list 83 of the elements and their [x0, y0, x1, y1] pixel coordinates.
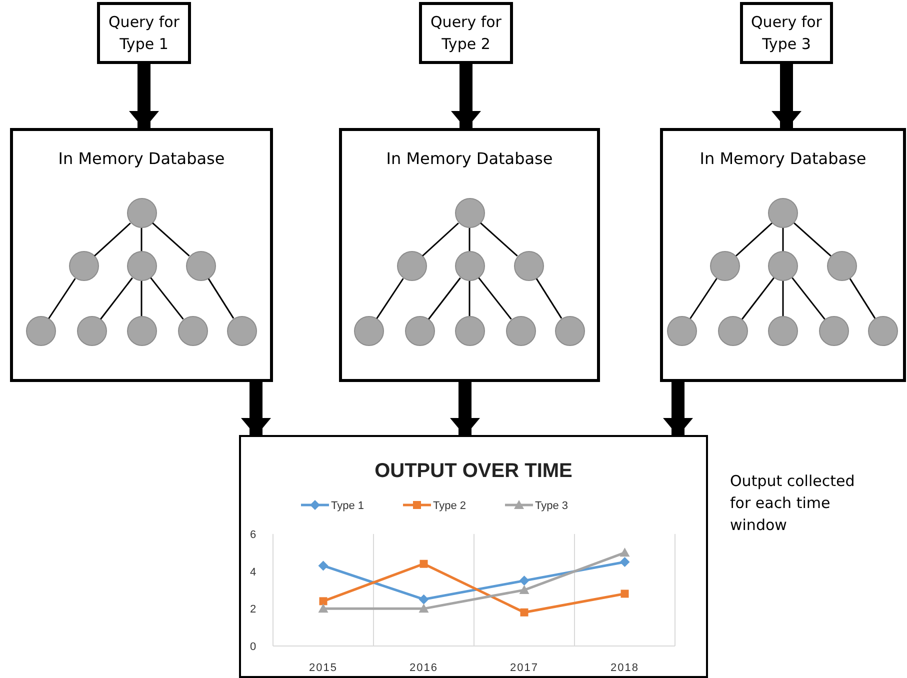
- tree-node-circle: [454, 251, 484, 281]
- tree-link: [48, 278, 76, 319]
- database-panel: [339, 128, 600, 382]
- tree-link: [376, 278, 404, 319]
- tree-node-circle: [718, 316, 748, 346]
- thick-arrow: [241, 382, 271, 436]
- tree-node-circle: [186, 251, 216, 281]
- tree-link: [152, 222, 190, 257]
- tree-node-circle: [819, 316, 849, 346]
- legend-label: Type 3: [535, 500, 568, 512]
- tree-link: [208, 278, 234, 319]
- query-box: [97, 2, 191, 64]
- tree-link: [140, 281, 142, 316]
- tree-link: [140, 228, 142, 251]
- panel-title: In Memory Database: [700, 149, 866, 168]
- tree-link: [480, 222, 518, 257]
- thick-arrow: [772, 64, 802, 129]
- tree-node-circle: [404, 316, 434, 346]
- query-label: Query for Type 3: [750, 12, 823, 55]
- tree-node-circle: [868, 316, 898, 346]
- tree-link: [742, 277, 774, 320]
- tree-node-circle: [554, 316, 584, 346]
- tree-link: [100, 277, 133, 320]
- tree-node-circle: [827, 251, 857, 281]
- tree-node-circle: [506, 316, 536, 346]
- thick-arrow: [450, 382, 480, 436]
- tree-link: [428, 277, 461, 320]
- tree-link: [150, 277, 184, 320]
- tree-node-circle: [768, 316, 798, 346]
- axis-tick-label: 4: [250, 566, 256, 578]
- query-label: Query for Type 1: [108, 12, 180, 55]
- tree-node-circle: [126, 251, 156, 281]
- axis-tick-label: 2015: [309, 662, 338, 674]
- tree-link: [736, 222, 772, 256]
- axis-tick-label: 2018: [610, 662, 639, 674]
- chart-panel: [239, 435, 708, 678]
- tree-node-circle: [514, 251, 544, 281]
- chart-title: OUTPUT OVER TIME: [374, 460, 572, 482]
- axis-tick-label: 0: [250, 641, 256, 653]
- tree-node-circle: [710, 251, 740, 281]
- tree-node-circle: [667, 316, 697, 346]
- panel-title: In Memory Database: [386, 149, 553, 168]
- axis-tick-label: 6: [250, 529, 256, 541]
- tree-node-circle: [454, 316, 484, 346]
- tree-node-circle: [768, 198, 798, 228]
- thick-arrow: [451, 64, 481, 129]
- tree-node-circle: [126, 316, 156, 346]
- database-panel: [660, 128, 906, 382]
- thick-arrow: [663, 382, 693, 436]
- tree-link: [468, 228, 470, 251]
- tree-node-circle: [178, 316, 208, 346]
- legend-label: Type 1: [331, 500, 364, 512]
- tree-link: [94, 222, 131, 256]
- tree-link: [478, 277, 512, 320]
- tree-link: [536, 278, 562, 319]
- axis-tick-label: 2: [250, 604, 256, 616]
- tree-link: [690, 278, 718, 319]
- axis-tick-label: 2017: [510, 662, 538, 674]
- tree-node-circle: [68, 251, 98, 281]
- tree-node-circle: [454, 198, 484, 228]
- tree-link: [794, 222, 832, 257]
- tree-link: [782, 228, 784, 251]
- database-panel: [10, 128, 273, 382]
- tree-node-circle: [396, 251, 426, 281]
- tree-node-circle: [26, 316, 56, 346]
- note-text: Output collected for each time window: [730, 471, 856, 536]
- tree-link: [849, 278, 876, 319]
- axis-tick-label: 2016: [410, 662, 438, 674]
- tree-node-circle: [76, 316, 106, 346]
- query-box: [740, 2, 833, 64]
- tree-link: [422, 222, 459, 256]
- tree-node-circle: [354, 316, 384, 346]
- tree-node-circle: [226, 316, 256, 346]
- query-label: Query for Type 2: [430, 12, 502, 55]
- tree-link: [792, 277, 826, 320]
- panel-title: In Memory Database: [58, 149, 225, 168]
- thick-arrow: [129, 64, 159, 129]
- query-box: [419, 2, 513, 64]
- tree-node-circle: [126, 198, 156, 228]
- tree-link: [468, 281, 470, 316]
- legend-label: Type 2: [433, 500, 466, 512]
- tree-node-circle: [768, 251, 798, 281]
- tree-link: [782, 281, 784, 316]
